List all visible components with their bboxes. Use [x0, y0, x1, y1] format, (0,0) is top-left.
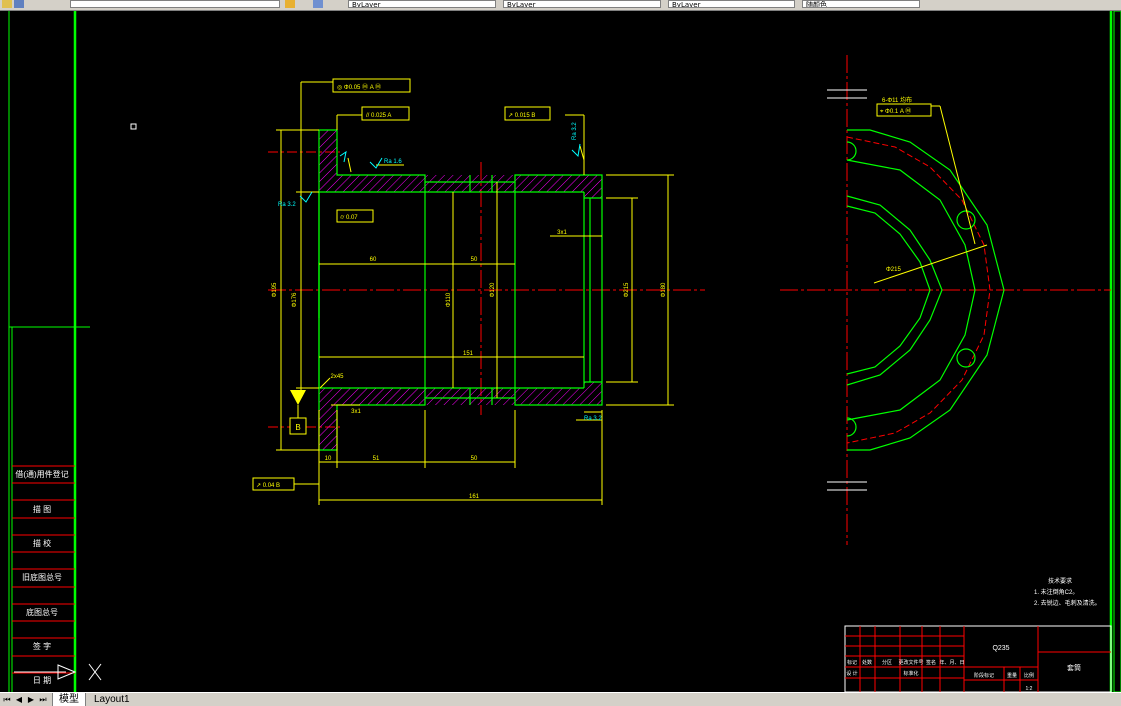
end-view: 6-Φ11 均布 ⌖ Φ0.1 A Ⓜ Φ215: [780, 55, 1111, 545]
layer-icon[interactable]: [2, 0, 12, 8]
dim-chamfer-3x1-top: 3x1: [557, 230, 567, 236]
layer-dropdown[interactable]: [70, 0, 280, 8]
ucs-icon: [14, 663, 102, 681]
properties-toolbar: ByLayer ByLayer ByLayer 随颜色: [0, 0, 1121, 11]
dim-51: 51: [373, 456, 380, 462]
layer-state-icon[interactable]: [285, 0, 295, 8]
lower-wall-hatch: [319, 382, 602, 450]
tb-signature: 签名: [926, 659, 936, 666]
bolt-circle-dia: Φ215: [886, 267, 901, 273]
tb-design: 设 计: [846, 670, 857, 677]
tb-weight: 重量: [1007, 672, 1017, 679]
panel-label-sign: 签 字: [33, 641, 51, 651]
tech-req-title: 技术要求: [1048, 577, 1072, 585]
panel-label-old-no: 旧底图总号: [22, 572, 62, 582]
roughness-ra32-bottom: Ra 3.2: [584, 416, 602, 422]
title-block: 标记 处数 分区 更改文件号 签名 年、月、日 设 计 标准化 阶段标记 重量 …: [844, 625, 1112, 692]
tb-scale-value: 1:2: [1026, 686, 1033, 692]
lineweight-dropdown[interactable]: ByLayer: [668, 0, 795, 8]
dim-dia-195: Φ195: [272, 282, 278, 297]
gdt-concentricity: ◎ Φ0.05 Ⓜ A Ⓜ: [337, 83, 381, 91]
bolt-hole-note: 6-Φ11 均布: [882, 96, 912, 104]
tb-date: 年、月、日: [939, 659, 964, 666]
palette-icon[interactable]: [14, 0, 24, 8]
prev-tab-icon[interactable]: ◀: [15, 695, 23, 704]
tech-requirements: 技术要求 1. 未注倒角C2。 2. 去锐边、毛刺及清洗。: [1034, 577, 1101, 607]
datum-triangle: [290, 390, 306, 405]
tb-part-name: 套筒: [1067, 663, 1081, 672]
datum-b-label: B: [295, 423, 300, 432]
dim-dia-180: Φ180: [661, 282, 667, 297]
tb-mark: 标记: [847, 659, 857, 666]
dim-dia-110: Φ110: [446, 292, 452, 307]
roughness-ra16: Ra 1.6: [384, 159, 402, 165]
panel-label-base-no: 底图总号: [26, 607, 58, 617]
dim-50-bottom: 50: [471, 456, 478, 462]
gdt-position: ⌖ Φ0.1 A Ⓜ: [880, 107, 911, 115]
upper-wall-hatch: [319, 130, 602, 198]
scrollbar-thumb[interactable]: [1113, 11, 1121, 692]
pickbox-marker: [130, 123, 137, 130]
tb-change-no: 更改文件号: [898, 659, 923, 666]
dim-50-top: 50: [471, 257, 478, 263]
panel-label-borrowed: 借(通)用件登记: [15, 469, 68, 479]
dim-dia-215-right: Φ215: [624, 282, 630, 297]
dim-dia-120: Φ120: [490, 282, 496, 297]
tech-req-2: 2. 去锐边、毛刺及清洗。: [1034, 599, 1101, 607]
section-view: 60 50 51 50 10 161 151 3x1 3x1 2x45 Φ195…: [252, 78, 705, 505]
tb-count: 处数: [862, 659, 872, 666]
left-panel: 借(通)用件登记 描 图 描 校 旧底图总号 底图总号 签 字 日 期: [8, 11, 90, 692]
dim-dia-176: Φ176: [292, 292, 298, 307]
next-tab-icon[interactable]: ▶: [27, 695, 35, 704]
gdt-parallelism: // 0.025 A: [366, 113, 391, 119]
tech-req-1: 1. 未注倒角C2。: [1034, 588, 1078, 596]
gdt-runout-bottom: ↗ 0.04 B: [256, 483, 280, 489]
dim-151: 151: [463, 351, 474, 357]
dim-chamfer-2x45: 2x45: [330, 374, 344, 380]
panel-label-date: 日 期: [33, 676, 51, 685]
gdt-cylindricity: ⌭ 0.07: [340, 215, 358, 221]
panel-label-trace: 描 图: [33, 504, 51, 514]
gdt-runout-top: ↗ 0.015 B: [508, 113, 535, 119]
color-dropdown[interactable]: ByLayer: [348, 0, 496, 8]
roughness-ra32-top: Ra 3.2: [572, 122, 578, 140]
first-tab-icon[interactable]: ⏮: [3, 695, 11, 704]
layer-previous-icon[interactable]: [313, 0, 323, 8]
tab-model[interactable]: 模型: [52, 693, 86, 706]
dim-60: 60: [370, 257, 377, 263]
drawing-canvas[interactable]: 借(通)用件登记 描 图 描 校 旧底图总号 底图总号 签 字 日 期: [0, 11, 1121, 692]
tb-zone: 分区: [882, 659, 892, 666]
panel-label-check: 描 校: [33, 538, 51, 548]
linetype-dropdown[interactable]: ByLayer: [503, 0, 661, 8]
tb-scale: 比例: [1024, 672, 1034, 679]
tb-stage-mark: 阶段标记: [974, 672, 994, 679]
layout-tab-bar: ⏮ ◀ ▶ ⏭ 模型 Layout1: [0, 692, 1121, 706]
last-tab-icon[interactable]: ⏭: [39, 695, 47, 704]
dim-chamfer-3x1-bottom: 3x1: [351, 409, 361, 415]
dim-161: 161: [469, 494, 480, 500]
tab-layout1[interactable]: Layout1: [94, 694, 130, 705]
plotstyle-dropdown[interactable]: 随颜色: [802, 0, 920, 8]
roughness-ra32-left: Ra 3.2: [278, 202, 296, 208]
tb-material: Q235: [992, 645, 1009, 652]
dim-10: 10: [325, 456, 332, 462]
tb-standard: 标准化: [903, 670, 918, 677]
